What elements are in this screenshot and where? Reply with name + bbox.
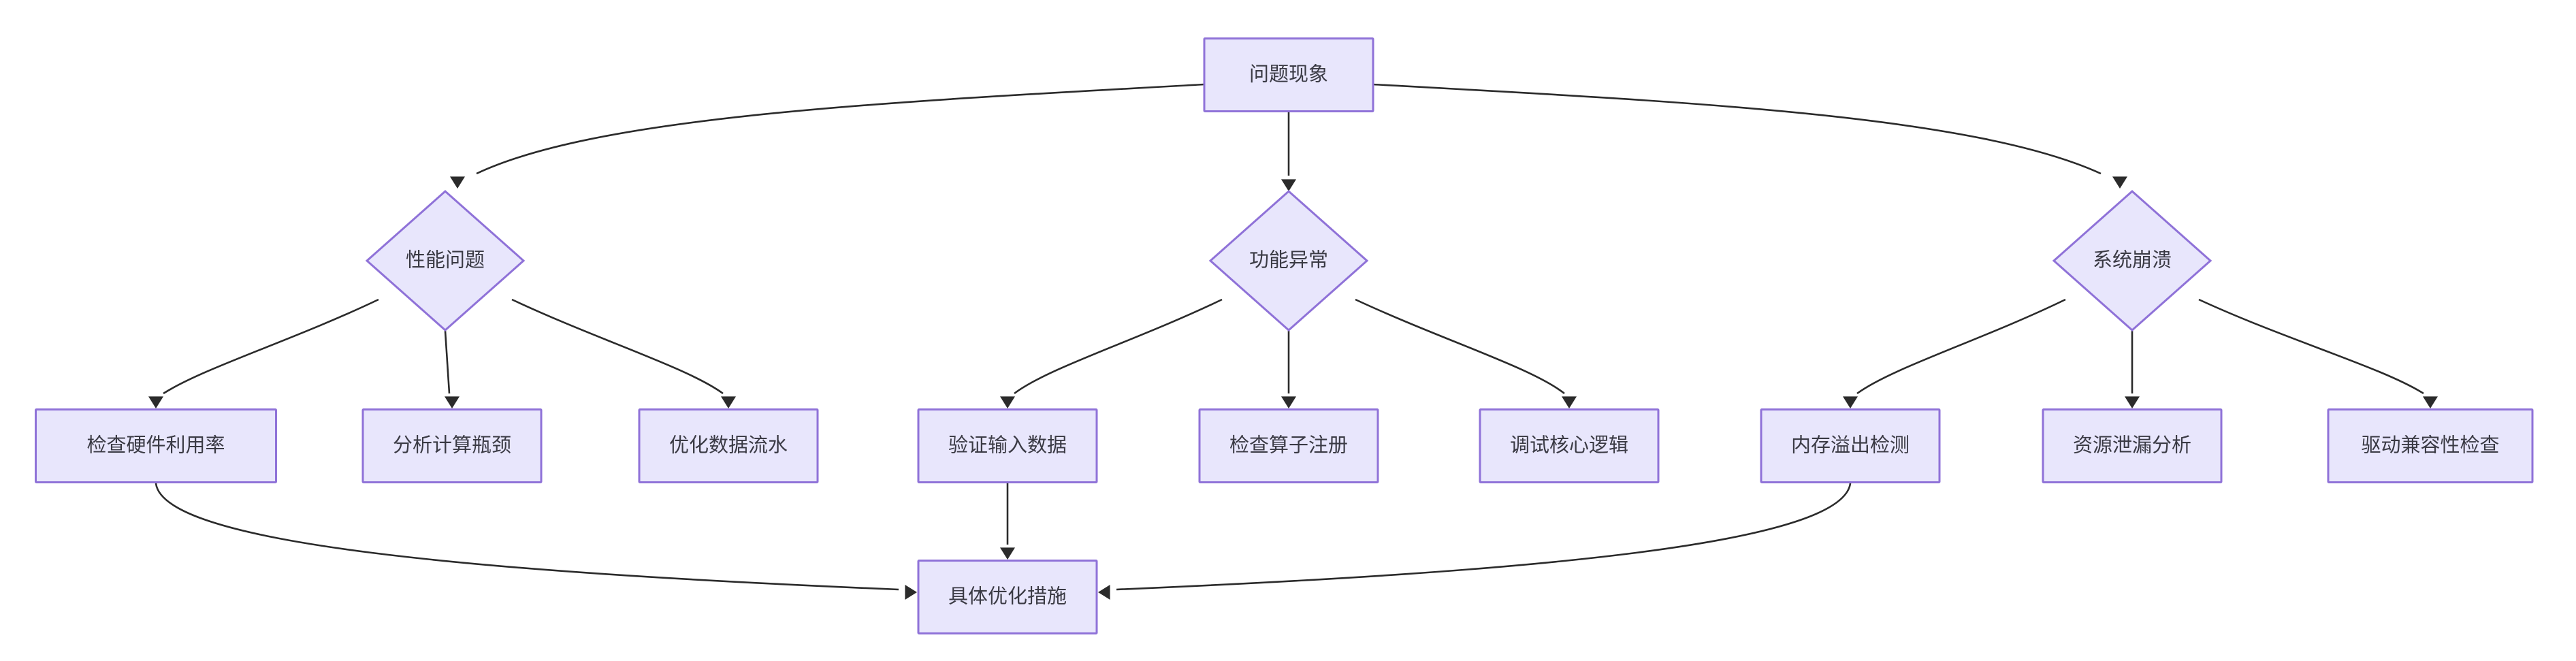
edge-oom-to-measures <box>1098 483 1852 600</box>
edge-arrowhead <box>1562 396 1577 408</box>
edge-line <box>511 298 724 395</box>
edge-line <box>1856 298 2066 395</box>
node-hw[interactable]: 检查硬件利用率 <box>35 408 277 483</box>
node-input[interactable]: 验证输入数据 <box>917 408 1098 483</box>
decision-diamond[interactable] <box>365 189 526 332</box>
edge-root-to-perf <box>450 83 1205 189</box>
edges-layer <box>148 83 2438 600</box>
process-rectangle[interactable] <box>361 408 543 483</box>
process-rectangle[interactable] <box>2327 408 2534 483</box>
edge-crash-to-driver <box>2198 298 2438 408</box>
edge-line <box>444 330 451 394</box>
process-rectangle[interactable] <box>1479 408 1660 483</box>
decision-diamond[interactable] <box>1208 189 1369 332</box>
node-operator[interactable]: 检查算子注册 <box>1198 408 1379 483</box>
edge-arrowhead <box>1000 396 1015 408</box>
edge-arrowhead <box>2423 396 2438 408</box>
edge-arrowhead <box>721 396 736 408</box>
decision-diamond[interactable] <box>2052 189 2212 332</box>
edge-line <box>163 298 379 395</box>
edge-arrowhead <box>1281 396 1296 408</box>
process-rectangle[interactable] <box>2042 408 2223 483</box>
node-measures[interactable]: 具体优化措施 <box>917 560 1098 634</box>
edge-arrowhead <box>905 585 917 600</box>
process-rectangle[interactable] <box>35 408 277 483</box>
edge-line <box>155 483 899 591</box>
process-rectangle[interactable] <box>1198 408 1379 483</box>
edge-perf-to-pipeline <box>511 298 736 408</box>
edge-perf-to-bottle <box>444 330 460 408</box>
edge-line <box>2198 298 2424 395</box>
node-crash[interactable]: 系统崩溃 <box>2052 189 2212 332</box>
edge-line <box>1116 483 1852 591</box>
process-rectangle[interactable] <box>638 408 819 483</box>
edge-perf-to-hw <box>148 298 379 408</box>
edge-func-to-input <box>1000 298 1223 408</box>
node-oom[interactable]: 内存溢出检测 <box>1760 408 1941 483</box>
edge-root-to-crash <box>1372 83 2127 189</box>
edge-arrowhead <box>2125 396 2140 408</box>
edge-arrowhead <box>450 176 465 189</box>
edge-arrowhead <box>148 396 163 408</box>
edge-arrowhead <box>1000 547 1015 560</box>
node-driver[interactable]: 驱动兼容性检查 <box>2327 408 2534 483</box>
node-bottle[interactable]: 分析计算瓶颈 <box>361 408 543 483</box>
edge-hw-to-measures <box>155 483 917 600</box>
edge-arrowhead <box>445 396 460 408</box>
edge-crash-to-oom <box>1843 298 2066 408</box>
edge-arrowhead <box>1281 179 1296 191</box>
node-corelogic[interactable]: 调试核心逻辑 <box>1479 408 1660 483</box>
edge-root-to-func <box>1281 112 1296 191</box>
edge-input-to-measures <box>1000 483 1015 560</box>
process-rectangle[interactable] <box>917 560 1098 634</box>
node-pipeline[interactable]: 优化数据流水 <box>638 408 819 483</box>
node-root[interactable]: 问题现象 <box>1203 37 1374 112</box>
node-leak[interactable]: 资源泄漏分析 <box>2042 408 2223 483</box>
edge-line <box>1372 83 2102 175</box>
edge-arrowhead <box>2112 176 2127 189</box>
node-perf[interactable]: 性能问题 <box>365 189 526 332</box>
process-rectangle[interactable] <box>1760 408 1941 483</box>
edge-line <box>1355 298 1565 395</box>
process-rectangle[interactable] <box>917 408 1098 483</box>
process-rectangle[interactable] <box>1203 37 1374 112</box>
edge-arrowhead <box>1843 396 1858 408</box>
edge-func-to-corelogic <box>1355 298 1577 408</box>
edge-arrowhead <box>1098 585 1110 600</box>
edge-line <box>1014 298 1223 395</box>
edge-crash-to-leak <box>2125 331 2140 408</box>
edge-func-to-operator <box>1281 331 1296 408</box>
edge-line <box>476 83 1205 175</box>
node-func[interactable]: 功能异常 <box>1208 189 1369 332</box>
